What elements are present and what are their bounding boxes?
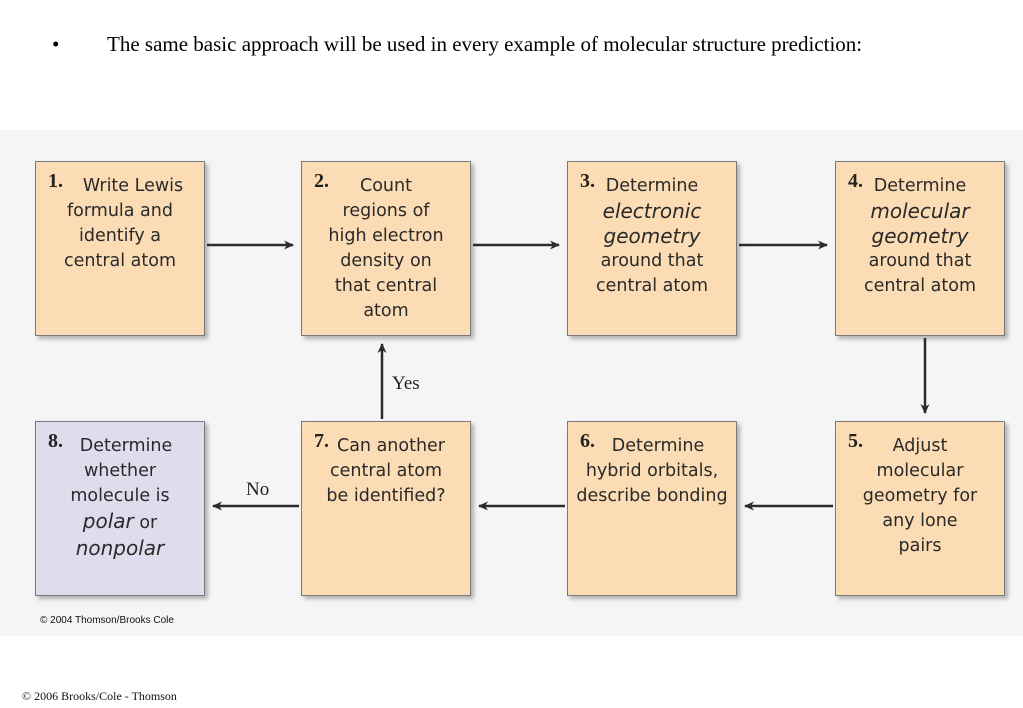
step-3-line-5: central atom <box>595 276 709 296</box>
step-4-line-2: molecular <box>870 199 970 223</box>
step-2-box: 2. Count regions of high electron densit… <box>301 161 471 336</box>
step-8-line-3: molecule is <box>70 486 170 506</box>
no-label: No <box>246 479 270 500</box>
step-8-text: Determine whether molecule is polar or n… <box>36 434 204 561</box>
step-1-line-2: formula and <box>67 201 173 221</box>
step-6-line-3: describe bonding <box>576 486 728 506</box>
step-5-line-1: Adjust <box>892 436 948 456</box>
step-5-text: Adjust molecular geometry for any lone p… <box>836 434 1004 559</box>
page-copyright: © 2006 Brooks/Cole - Thomson <box>22 689 177 703</box>
step-6-line-2: hybrid orbitals, <box>585 461 719 481</box>
step-7-line-1: Can another <box>336 436 446 456</box>
step-8-line-4: polar or <box>82 509 158 533</box>
step-6-box: 6. Determine hybrid orbitals, describe b… <box>567 421 737 596</box>
bullet-marker: • <box>52 32 60 56</box>
figure-copyright: © 2004 Thomson/Brooks Cole <box>40 615 174 626</box>
step-4-line-3: geometry <box>871 224 969 248</box>
step-3-number: 3. <box>580 170 595 192</box>
step-1-text: Write Lewis formula and identify a centr… <box>36 174 204 274</box>
step-3-text: Determine electronic geometry around tha… <box>568 174 736 299</box>
step-3-line-2: electronic <box>602 199 702 223</box>
step-6-text: Determine hybrid orbitals, describe bond… <box>568 434 736 509</box>
yes-label: Yes <box>392 373 420 394</box>
step-5-line-4: any lone <box>882 511 958 531</box>
step-8-line-5: nonpolar <box>75 536 165 560</box>
step-1-line-3: identify a <box>78 226 162 246</box>
step-2-number: 2. <box>314 170 329 192</box>
step-2-text: Count regions of high electron density o… <box>302 174 470 324</box>
step-3-line-4: around that <box>600 251 704 271</box>
step-8-line-2: whether <box>83 461 157 481</box>
step-5-box: 5. Adjust molecular geometry for any lon… <box>835 421 1005 596</box>
step-6-number: 6. <box>580 430 595 452</box>
step-2-line-3: high electron <box>328 226 444 246</box>
step-7-box: 7. Can another central atom be identifie… <box>301 421 471 596</box>
step-4-number: 4. <box>848 170 863 192</box>
step-3-line-3: geometry <box>603 224 701 248</box>
step-8-number: 8. <box>48 430 63 452</box>
step-7-line-3: be identified? <box>326 486 446 506</box>
intro-text: The same basic approach will be used in … <box>107 32 863 56</box>
step-2-line-2: regions of <box>342 201 430 221</box>
step-5-number: 5. <box>848 430 863 452</box>
step-3-box: 3. Determine electronic geometry around … <box>567 161 737 336</box>
step-5-line-2: molecular <box>876 461 964 481</box>
step-2-line-1: Count <box>360 176 412 196</box>
step-1-line-4: central atom <box>63 251 177 271</box>
step-6-line-1: Determine <box>611 436 705 456</box>
step-4-box: 4. Determine molecular geometry around t… <box>835 161 1005 336</box>
step-1-number: 1. <box>48 170 63 192</box>
step-7-number: 7. <box>314 430 329 452</box>
step-5-line-3: geometry for <box>862 486 978 506</box>
step-1-line-1: Write Lewis <box>82 176 184 196</box>
step-2-line-5: that central <box>334 276 438 296</box>
step-7-line-2: central atom <box>329 461 443 481</box>
step-3-line-1: Determine <box>605 176 699 196</box>
step-7-text: Can another central atom be identified? <box>302 434 470 509</box>
step-4-line-4: around that <box>868 251 972 271</box>
step-2-line-6: atom <box>363 301 409 321</box>
step-8-box: 8. Determine whether molecule is polar o… <box>35 421 205 596</box>
step-1-box: 1. Write Lewis formula and identify a ce… <box>35 161 205 336</box>
step-4-line-5: central atom <box>863 276 977 296</box>
step-4-line-1: Determine <box>873 176 967 196</box>
step-5-line-5: pairs <box>898 536 942 556</box>
step-2-line-4: density on <box>340 251 432 271</box>
step-4-text: Determine molecular geometry around that… <box>836 174 1004 299</box>
step-8-line-1: Determine <box>79 436 173 456</box>
